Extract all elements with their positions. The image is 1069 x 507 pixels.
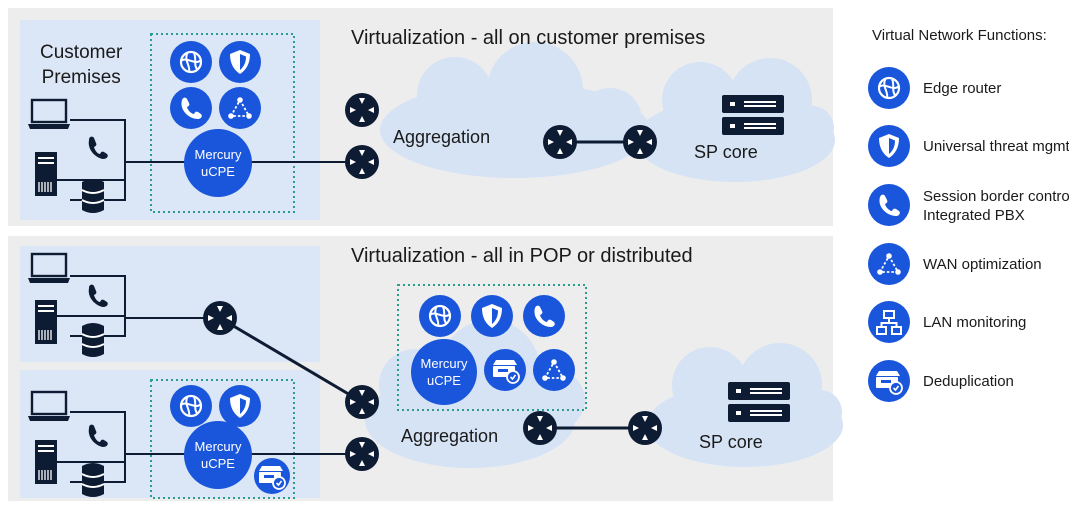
customer-label-line1: Customer xyxy=(40,42,123,63)
top-vnf-edge-router xyxy=(170,41,212,83)
top-agg-router-1 xyxy=(345,93,379,127)
bottom-aggregation-label: Aggregation xyxy=(401,426,499,446)
legend-item-session-border: Session border control/ Integrated PBX xyxy=(923,187,1069,225)
top-agg-router-3 xyxy=(543,125,577,159)
bottom-agg-router-1 xyxy=(345,385,379,419)
pop-vnf-edge-router xyxy=(419,295,461,337)
legend-item-session-border-line1: Session border control/ xyxy=(923,188,1069,205)
pop-ucpe-frame xyxy=(397,284,587,411)
bottom-site1-router xyxy=(203,301,237,335)
legend-icons xyxy=(868,67,910,402)
pop-mercury-ucpe xyxy=(411,339,477,405)
top-ucpe-line2: uCPE xyxy=(201,164,235,179)
bottom-vnf-edge-router xyxy=(170,385,212,427)
legend-title: Virtual Network Functions: xyxy=(872,27,1047,44)
top-pc-tower-icon xyxy=(34,151,58,197)
customer-premises-label: Customer Premises xyxy=(40,40,122,90)
bottom-ucpe-line1: Mercury xyxy=(194,439,242,454)
top-vnf-wan-opt xyxy=(219,87,261,129)
top-aggregation-label: Aggregation xyxy=(393,127,491,147)
legend-item-threat-mgmt: Universal threat mgmt xyxy=(923,138,1069,155)
pop-ucpe-line2: uCPE xyxy=(427,373,461,388)
bottom-customer-site-1 xyxy=(20,246,320,362)
top-panel-title: Virtualization - all on customer premise… xyxy=(351,27,706,49)
bottom-sp-core-label: SP core xyxy=(699,432,763,452)
top-ucpe-frame xyxy=(150,33,295,213)
bottom-mercury-ucpe xyxy=(184,421,252,489)
pop-ucpe-label: Mercury uCPE xyxy=(417,355,471,389)
top-sp-core-label: SP core xyxy=(694,142,758,162)
customer-label-line2: Premises xyxy=(41,67,121,88)
pop-ucpe-line1: Mercury xyxy=(420,356,468,371)
bottom-database-icon-2 xyxy=(81,462,105,498)
bottom-pc-tower-icon-1 xyxy=(34,299,58,345)
legend-item-lan-monitoring: LAN monitoring xyxy=(923,314,1027,331)
bottom-pc-tower-icon-2 xyxy=(34,439,58,485)
top-core-router xyxy=(623,125,657,159)
bottom-agg-router-2 xyxy=(345,437,379,471)
pop-vnf-wan-opt xyxy=(533,349,575,391)
pop-vnf-session-border xyxy=(523,295,565,337)
top-vnf-session-border xyxy=(170,87,212,129)
legend-item-dedup: Deduplication xyxy=(923,373,1014,390)
bottom-ucpe-label: Mercury uCPE xyxy=(191,438,245,472)
bottom-panel-title: Virtualization - all in POP or distribut… xyxy=(351,245,693,267)
legend-item-edge-router: Edge router xyxy=(923,80,1002,97)
top-mercury-ucpe xyxy=(184,129,252,197)
top-database-icon xyxy=(81,178,105,214)
top-ucpe-label: Mercury uCPE xyxy=(191,146,245,180)
legend-item-wan-opt: WAN optimization xyxy=(923,256,1042,273)
bottom-database-icon-1 xyxy=(81,322,105,358)
top-agg-router-2 xyxy=(345,145,379,179)
bottom-agg-router-3 xyxy=(523,411,557,445)
bottom-ucpe-frame xyxy=(150,379,295,499)
top-ucpe-line1: Mercury xyxy=(194,147,242,162)
bottom-ucpe-line2: uCPE xyxy=(201,456,235,471)
bottom-core-router xyxy=(628,411,662,445)
legend-item-session-border-line2: Integrated PBX xyxy=(923,207,1025,224)
